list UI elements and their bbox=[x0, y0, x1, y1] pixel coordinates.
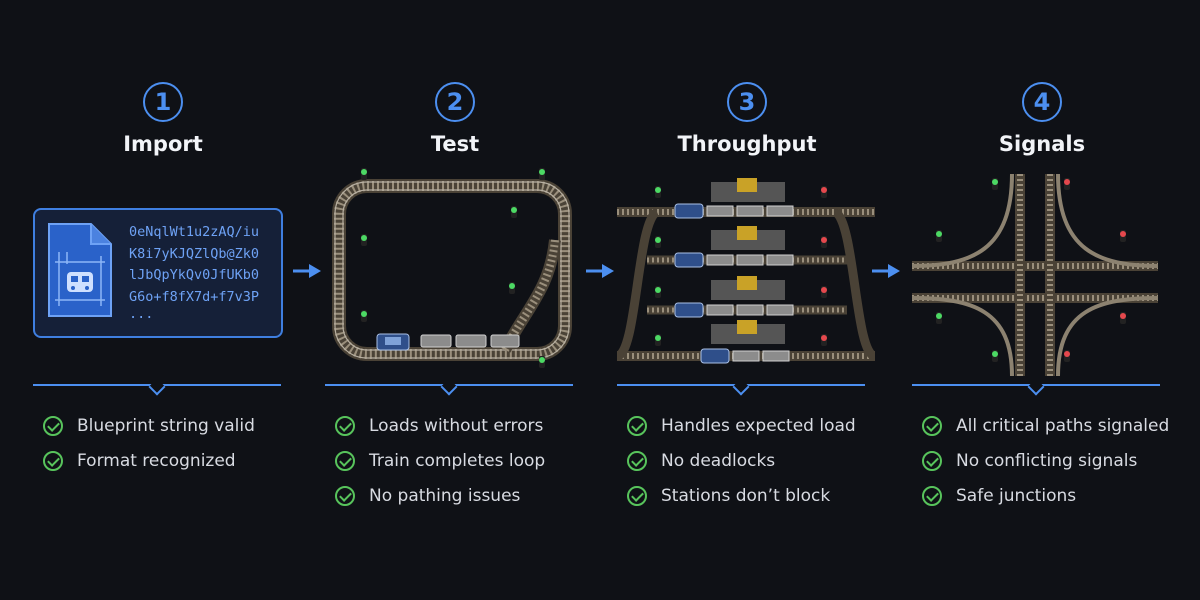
check-circle-icon bbox=[922, 415, 942, 436]
step-title: Signals bbox=[998, 132, 1086, 156]
step-title: Test bbox=[430, 132, 480, 156]
rail-loop-icon bbox=[332, 168, 572, 368]
check-item: Blueprint string valid bbox=[43, 408, 255, 443]
check-label: No conflicting signals bbox=[956, 450, 1138, 471]
check-item: No conflicting signals bbox=[922, 443, 1169, 478]
check-circle-icon bbox=[627, 450, 647, 471]
check-item: All critical paths signaled bbox=[922, 408, 1169, 443]
check-circle-icon bbox=[335, 485, 355, 506]
step-number-badge: 1 bbox=[143, 82, 183, 122]
check-item: Handles expected load bbox=[627, 408, 856, 443]
check-item: No pathing issues bbox=[335, 478, 545, 513]
check-circle-icon bbox=[43, 415, 63, 436]
step-import: 1 Import 0eNqlWt1u2zAQ/iu K8i7yKJQZlQb@Z… bbox=[33, 0, 293, 600]
check-item: Safe junctions bbox=[922, 478, 1169, 513]
checklist: All critical paths signaled No conflicti… bbox=[922, 408, 1169, 513]
train-stations-icon bbox=[617, 178, 877, 364]
step-throughput: 3 Throughput bbox=[617, 0, 877, 600]
code-line: G6o+f8fX7d+f7v3P bbox=[129, 288, 260, 305]
check-label: No deadlocks bbox=[661, 450, 776, 471]
step-test: 2 Test Loads without errors Train comple… bbox=[325, 0, 585, 600]
check-circle-icon bbox=[627, 485, 647, 506]
check-label: No pathing issues bbox=[369, 485, 521, 506]
signal-icon bbox=[936, 178, 1126, 362]
check-item: No deadlocks bbox=[627, 443, 856, 478]
step-signals: 4 Signals All criti bbox=[912, 0, 1172, 600]
check-circle-icon bbox=[627, 415, 647, 436]
check-item: Train completes loop bbox=[335, 443, 545, 478]
step-title: Throughput bbox=[677, 132, 817, 156]
check-label: Stations don’t block bbox=[661, 485, 831, 506]
check-circle-icon bbox=[335, 415, 355, 436]
signal-icon bbox=[361, 168, 545, 368]
arrow-right-icon bbox=[586, 264, 614, 278]
check-circle-icon bbox=[43, 450, 63, 471]
check-item: Stations don’t block bbox=[627, 478, 856, 513]
check-label: Format recognized bbox=[77, 450, 236, 471]
step-number-badge: 2 bbox=[435, 82, 475, 122]
code-line: lJbQpYkQv0JfUKb0 bbox=[129, 267, 260, 283]
import-illustration: 0eNqlWt1u2zAQ/iu K8i7yKJQZlQb@Zk0 lJbQpY… bbox=[33, 160, 293, 385]
arrow-right-icon bbox=[293, 264, 321, 278]
step-title: Import bbox=[123, 132, 203, 156]
rail-junction-icon bbox=[912, 173, 1159, 377]
check-label: Train completes loop bbox=[369, 450, 546, 471]
check-label: All critical paths signaled bbox=[956, 415, 1170, 436]
check-circle-icon bbox=[922, 450, 942, 471]
checklist: Loads without errors Train completes loo… bbox=[335, 408, 545, 513]
signal-icon bbox=[655, 186, 827, 346]
check-label: Blueprint string valid bbox=[77, 415, 255, 436]
check-label: Handles expected load bbox=[661, 415, 856, 436]
check-circle-icon bbox=[335, 450, 355, 471]
check-circle-icon bbox=[922, 485, 942, 506]
check-label: Safe junctions bbox=[956, 485, 1077, 506]
code-line: ... bbox=[129, 306, 154, 322]
blueprint-file-icon bbox=[48, 223, 112, 317]
code-line: 0eNqlWt1u2zAQ/iu bbox=[129, 224, 260, 240]
check-label: Loads without errors bbox=[369, 415, 544, 436]
checklist: Blueprint string valid Format recognized bbox=[43, 408, 255, 478]
code-line: K8i7yKJQZlQb@Zk0 bbox=[129, 245, 260, 262]
step-number-badge: 3 bbox=[727, 82, 767, 122]
step-number-badge: 4 bbox=[1022, 82, 1062, 122]
checklist: Handles expected load No deadlocks Stati… bbox=[627, 408, 856, 513]
check-item: Loads without errors bbox=[335, 408, 545, 443]
check-item: Format recognized bbox=[43, 443, 255, 478]
blueprint-code: 0eNqlWt1u2zAQ/iu K8i7yKJQZlQb@Zk0 lJbQpY… bbox=[129, 222, 260, 322]
arrow-right-icon bbox=[872, 264, 900, 278]
